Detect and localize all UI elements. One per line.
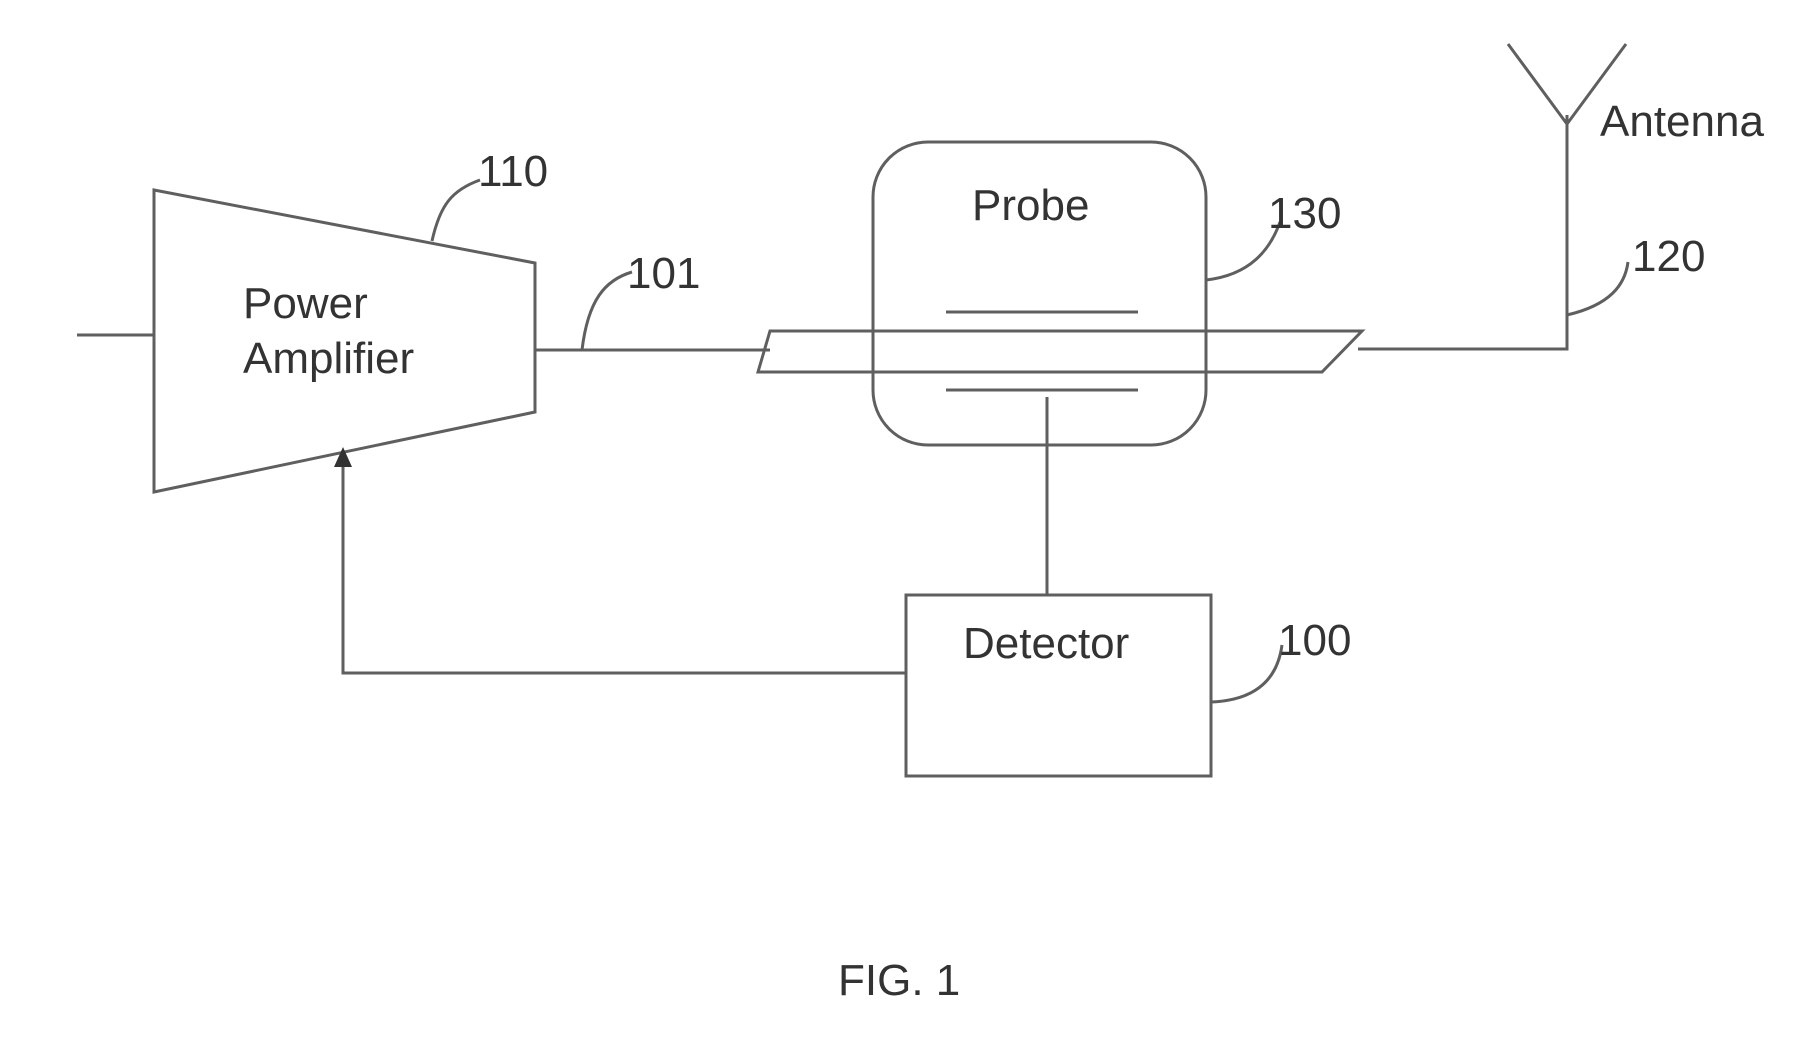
leader-110 [432,180,480,241]
antenna-feed-line [1358,115,1567,349]
ref-130: 130 [1268,189,1341,238]
ref-100: 100 [1278,616,1351,665]
leader-101 [582,272,632,350]
figure-caption: FIG. 1 [838,956,960,1005]
power-amplifier-label-line1: Power [243,279,368,328]
feedback-line [343,465,906,673]
power-amplifier-label-line2: Amplifier [243,334,414,383]
antenna-label: Antenna [1600,97,1764,146]
ref-120: 120 [1632,232,1705,281]
ref-101: 101 [627,249,700,298]
ref-110: 110 [478,147,548,196]
leader-120 [1567,262,1628,315]
probe-label: Probe [972,181,1089,230]
detector-label: Detector [963,619,1129,668]
leader-100 [1211,645,1282,702]
